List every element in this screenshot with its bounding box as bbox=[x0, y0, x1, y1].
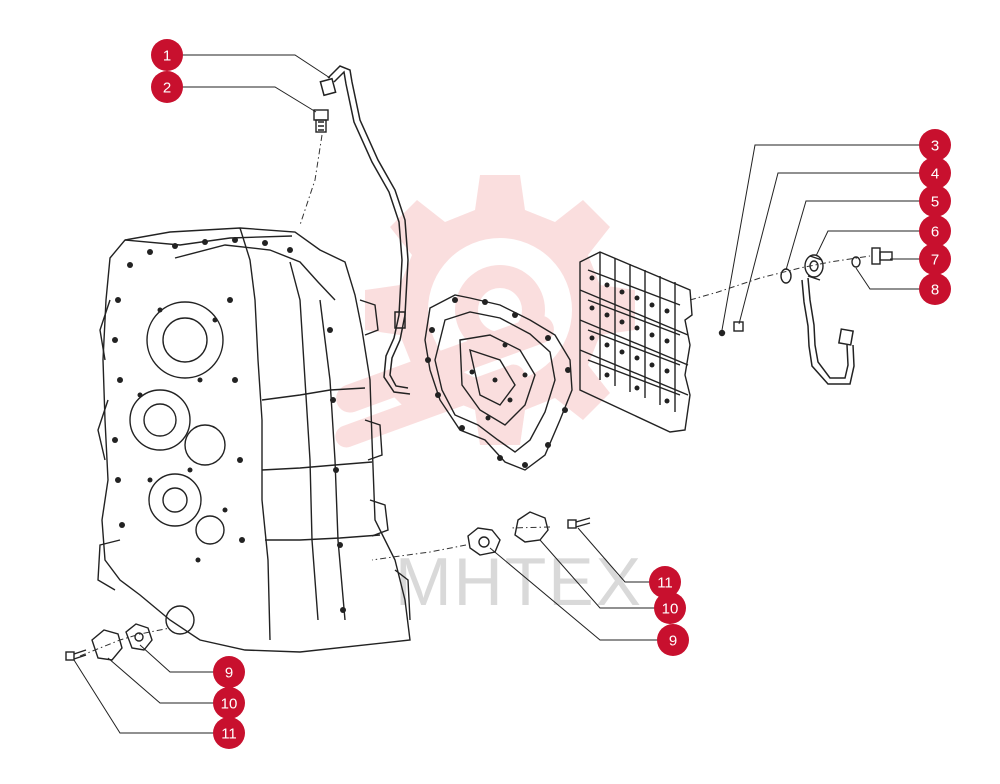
right-pipe bbox=[801, 277, 855, 385]
callout-11-center: 11 bbox=[649, 566, 681, 598]
small-parts bbox=[718, 247, 893, 337]
callout-7: 7 bbox=[919, 243, 951, 275]
callout-9-left: 9 bbox=[213, 656, 245, 688]
callout-label: 4 bbox=[931, 166, 939, 183]
oil-pipe bbox=[319, 65, 411, 395]
gear-logo-icon bbox=[335, 175, 635, 448]
banjo-bolt bbox=[871, 247, 893, 265]
callout-label: 10 bbox=[662, 601, 679, 618]
callout-8: 8 bbox=[919, 273, 951, 305]
callout-9-center: 9 bbox=[657, 624, 689, 656]
callout-label: 8 bbox=[931, 282, 939, 299]
callout-1: 1 bbox=[151, 39, 183, 71]
bolt bbox=[65, 649, 87, 661]
assembly-axes bbox=[79, 134, 871, 657]
plug bbox=[733, 321, 744, 332]
fitting bbox=[313, 109, 329, 133]
callout-label: 9 bbox=[669, 633, 677, 650]
housing-bolt-holes bbox=[112, 237, 346, 613]
callout-label: 5 bbox=[931, 194, 939, 211]
watermark-text: МНТЕХ bbox=[395, 544, 643, 620]
cover-plate bbox=[514, 511, 549, 543]
callout-label: 6 bbox=[931, 224, 939, 241]
callout-3: 3 bbox=[919, 129, 951, 161]
callout-label: 7 bbox=[931, 252, 939, 269]
callout-10-center: 10 bbox=[654, 592, 686, 624]
leader-lines bbox=[73, 54, 935, 734]
callout-2: 2 bbox=[151, 71, 183, 103]
callout-11-left: 11 bbox=[213, 717, 245, 749]
callout-label: 3 bbox=[931, 138, 939, 155]
control-valve-block bbox=[579, 251, 693, 433]
callout-6: 6 bbox=[919, 215, 951, 247]
callout-label: 2 bbox=[163, 80, 171, 97]
gasket bbox=[467, 527, 501, 556]
callout-label: 1 bbox=[163, 48, 171, 65]
transmission-housing bbox=[97, 227, 411, 653]
callout-label: 11 bbox=[657, 575, 673, 592]
ball bbox=[718, 329, 726, 337]
banjo-fitting bbox=[804, 254, 824, 278]
callout-label: 9 bbox=[225, 665, 233, 682]
callout-10-left: 10 bbox=[213, 687, 245, 719]
seal-ring bbox=[851, 256, 861, 268]
callout-label: 11 bbox=[221, 726, 237, 743]
gasket bbox=[125, 623, 153, 651]
cover-plate bbox=[91, 629, 123, 661]
callout-label: 10 bbox=[221, 696, 238, 713]
bolt bbox=[567, 517, 591, 529]
callout-4: 4 bbox=[919, 157, 951, 189]
callout-5: 5 bbox=[919, 185, 951, 217]
cover-set-left bbox=[65, 623, 153, 661]
callout-badges: 1 2 3 4 5 6 7 8 9 10 11 9 10 11 bbox=[151, 39, 951, 749]
plate-holes bbox=[425, 297, 571, 468]
cover-set-center bbox=[467, 511, 591, 556]
valve-block-ports bbox=[589, 275, 670, 404]
